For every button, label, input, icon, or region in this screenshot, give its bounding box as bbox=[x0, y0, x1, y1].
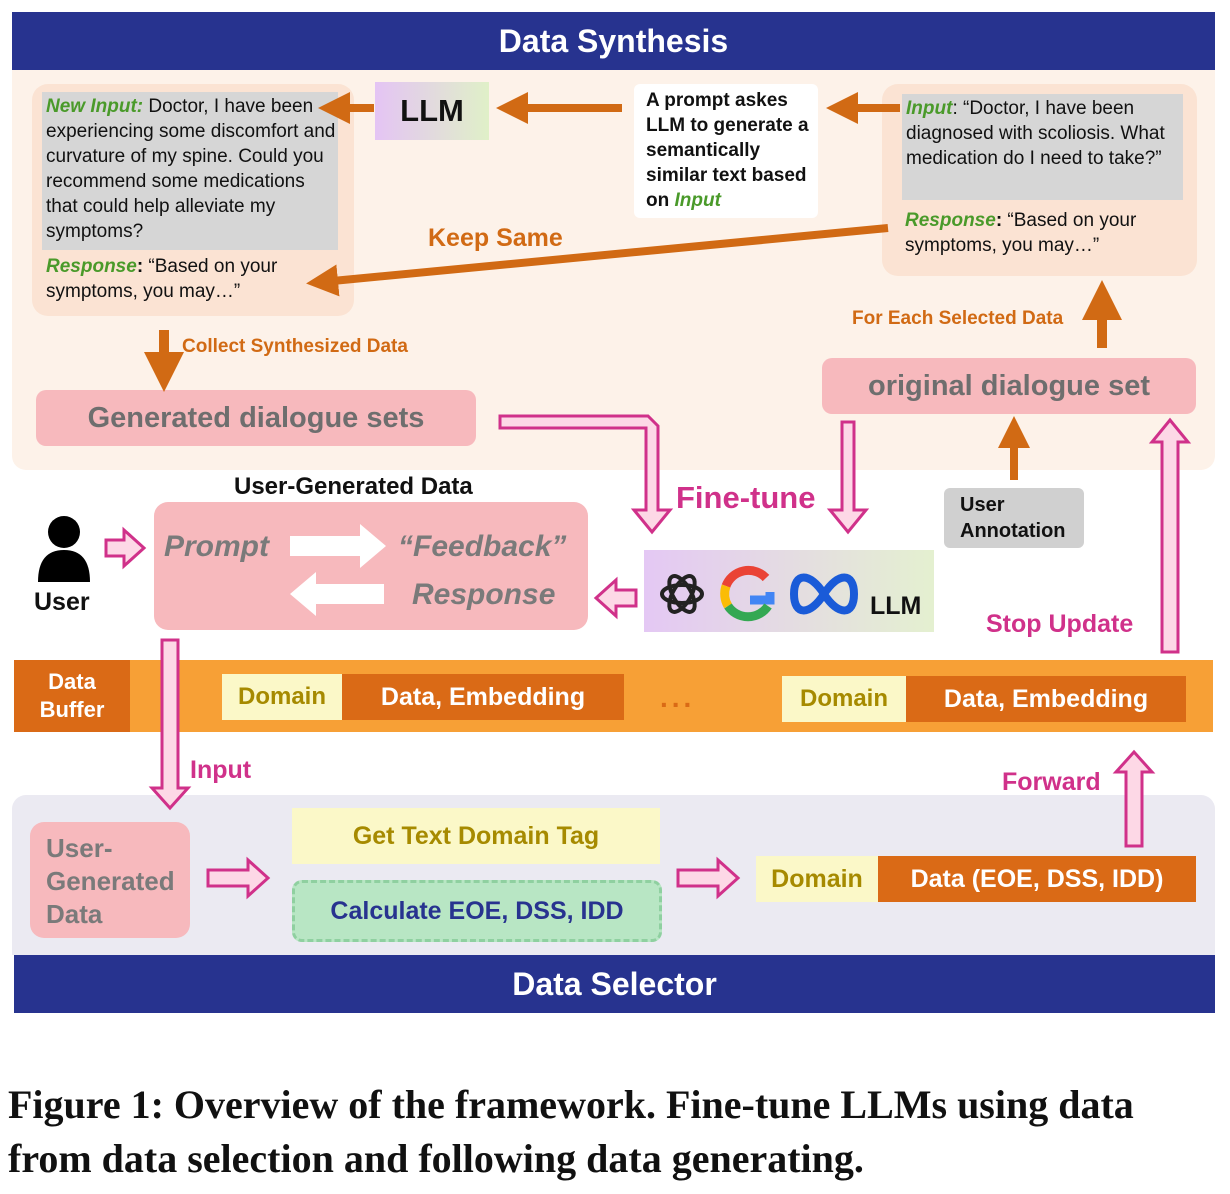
user-generated-data-box: User-Generated Data bbox=[30, 822, 190, 938]
meta-icon bbox=[789, 573, 859, 615]
prompt-box: A prompt askes LLM to generate a semanti… bbox=[634, 84, 818, 218]
new-input-text: Doctor, I have been experiencing some di… bbox=[46, 96, 336, 242]
selector-domain: Domain bbox=[756, 856, 878, 902]
get-domain-tag-box: Get Text Domain Tag bbox=[292, 808, 660, 864]
selector-data: Data (EOE, DSS, IDD) bbox=[878, 856, 1196, 902]
response-label: Response bbox=[905, 210, 996, 231]
feedback-label: “Feedback” bbox=[398, 530, 567, 563]
arrow-llm-to-user-data bbox=[593, 576, 638, 620]
arrow-user-data-to-process bbox=[206, 856, 271, 900]
generated-dialogue-sets: Generated dialogue sets bbox=[36, 390, 476, 446]
openai-icon bbox=[660, 574, 704, 614]
data-buffer-label: Data Buffer bbox=[14, 660, 130, 732]
user-generated-box bbox=[154, 502, 588, 630]
buffer-domain-2: Domain bbox=[782, 676, 906, 722]
user-icon bbox=[36, 514, 92, 584]
input-label: Input bbox=[906, 98, 953, 119]
prompt-label: Prompt bbox=[164, 530, 269, 563]
buffer-ellipsis: ... bbox=[660, 682, 696, 713]
response-label-middle: Response bbox=[412, 578, 556, 611]
for-each-label: For Each Selected Data bbox=[852, 308, 1064, 329]
original-input-box: Input: “Doctor, I have been diagnosed wi… bbox=[902, 94, 1183, 200]
input-arrow-label: Input bbox=[190, 756, 252, 784]
keep-same-label: Keep Same bbox=[428, 224, 563, 252]
arrow-generated-to-llm bbox=[498, 414, 674, 535]
new-response-text: “Based on your symptoms, you may…” bbox=[46, 256, 278, 302]
llm-logos-box: LLM bbox=[644, 550, 934, 632]
arrow-prompt-to-feedback bbox=[290, 524, 386, 568]
figure-caption: Figure 1: Overview of the framework. Fin… bbox=[8, 1082, 1134, 1181]
new-response: Response: “Based on your symptoms, you m… bbox=[46, 256, 278, 302]
new-input-box: New Input: Doctor, I have been experienc… bbox=[42, 92, 338, 250]
user-annotation-box: User Annotation bbox=[944, 488, 1084, 548]
arrow-keep-same bbox=[306, 224, 889, 297]
stop-update-label: Stop Update bbox=[986, 610, 1134, 638]
data-synthesis-header: Data Synthesis bbox=[12, 12, 1215, 70]
llm-logos-label: LLM bbox=[870, 592, 922, 620]
new-response-label: Response bbox=[46, 256, 137, 277]
data-selector-header: Data Selector bbox=[14, 955, 1215, 1013]
arrow-original-to-llm bbox=[826, 420, 870, 535]
forward-label: Forward bbox=[1002, 768, 1101, 796]
arrow-stop-update bbox=[1148, 417, 1192, 654]
buffer-data-2: Data, Embedding bbox=[906, 676, 1186, 722]
user-label: User bbox=[34, 588, 90, 616]
llm-box: LLM bbox=[375, 82, 489, 140]
arrow-forward bbox=[1112, 749, 1156, 848]
original-response: Response: “Based on your symptoms, you m… bbox=[905, 210, 1137, 256]
collect-label: Collect Synthesized Data bbox=[182, 336, 408, 357]
buffer-data-1: Data, Embedding bbox=[342, 674, 624, 720]
input-text: “Doctor, I have been diagnosed with scol… bbox=[906, 98, 1165, 169]
prompt-text: A prompt askes LLM to generate a semanti… bbox=[646, 90, 809, 211]
arrow-user-to-prompt bbox=[104, 526, 147, 570]
new-input-label: New Input: bbox=[46, 96, 144, 117]
calculate-metrics-box: Calculate EOE, DSS, IDD bbox=[292, 880, 662, 942]
arrow-input-down bbox=[148, 638, 192, 811]
prompt-input-word: Input bbox=[674, 190, 721, 211]
fine-tune-label: Fine-tune bbox=[676, 480, 816, 515]
arrow-response-to-prompt bbox=[290, 572, 384, 616]
buffer-domain-1: Domain bbox=[222, 674, 342, 720]
arrow-process-to-domain bbox=[676, 856, 741, 900]
original-dialogue-set: original dialogue set bbox=[822, 358, 1196, 414]
google-icon bbox=[720, 565, 775, 622]
response-text: “Based on your symptoms, you may…” bbox=[905, 210, 1137, 256]
user-generated-title: User-Generated Data bbox=[234, 473, 473, 500]
